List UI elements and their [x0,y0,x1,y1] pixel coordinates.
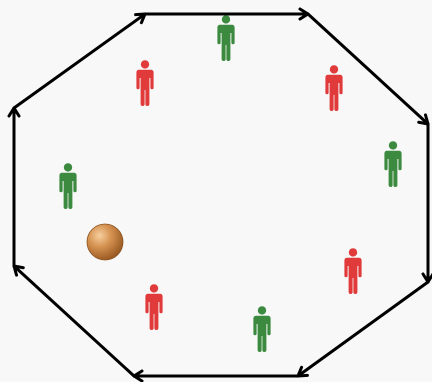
red-player-icon[interactable] [145,284,162,330]
green-player-icon[interactable] [253,306,270,352]
octagon-boundary [9,9,432,381]
players-layer [59,15,401,352]
boundary-wall [308,14,428,124]
boundary-wall [298,282,428,376]
ball-layer [87,224,123,260]
red-player-icon[interactable] [136,60,153,106]
boundary-wall [14,266,134,376]
green-player-icon[interactable] [59,163,76,209]
ball-icon[interactable] [87,224,123,260]
boundary-wall [14,14,145,108]
red-player-icon[interactable] [344,248,361,294]
green-player-icon[interactable] [384,141,401,187]
green-player-icon[interactable] [217,15,234,61]
red-player-icon[interactable] [325,65,342,111]
